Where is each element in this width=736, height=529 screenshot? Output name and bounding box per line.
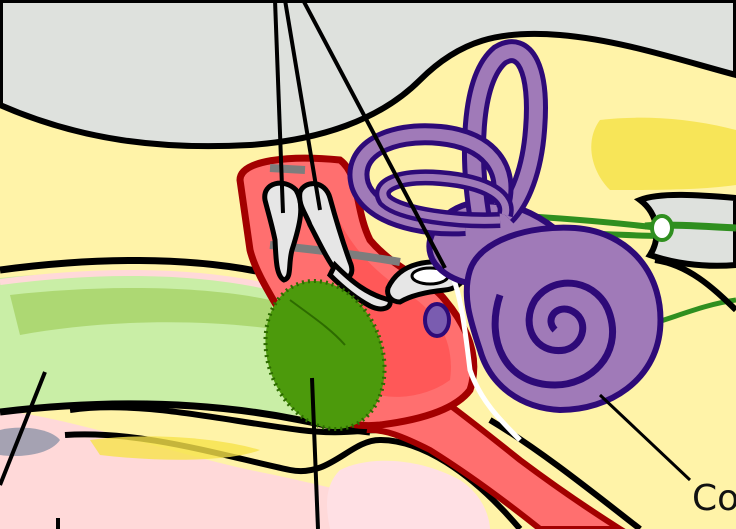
cochlea-label: Co [692, 478, 736, 519]
oval-window [425, 304, 449, 336]
nerve-ganglion [652, 216, 672, 240]
bone-highlight-right [591, 118, 736, 190]
stapedius-bar [270, 168, 305, 170]
